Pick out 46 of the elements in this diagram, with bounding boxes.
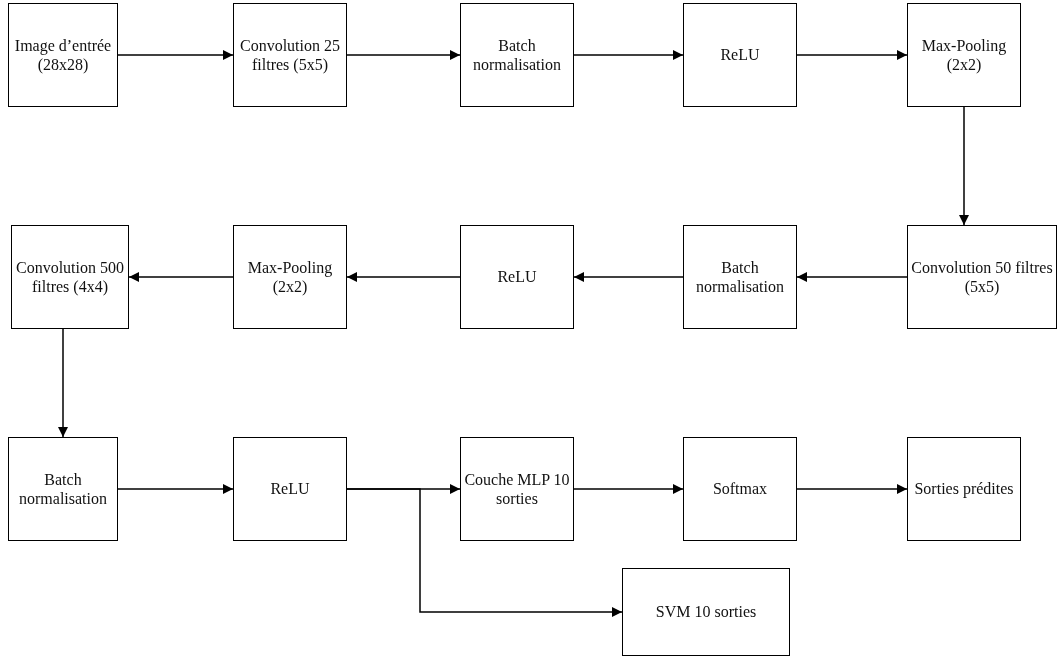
layer-box xyxy=(683,3,797,107)
layer-box xyxy=(683,437,797,541)
layer-box xyxy=(460,225,574,329)
layer-box xyxy=(233,225,347,329)
layer-label: Batch normalisation xyxy=(472,35,562,75)
arrow xyxy=(573,272,684,282)
arrow xyxy=(346,272,461,282)
layer-box xyxy=(907,3,1021,107)
layer-label: Convolution 500 filtres (4x4) xyxy=(15,257,125,297)
layer-box xyxy=(683,225,797,329)
layer-label: Max-Pooling (2x2) xyxy=(246,257,334,297)
arrow xyxy=(346,50,461,60)
layer-label: Convolution 50 filtres (5x5) xyxy=(910,257,1054,297)
layer-box xyxy=(622,568,790,656)
layer-label: Batch normalisation xyxy=(18,469,108,509)
arrow xyxy=(58,328,68,438)
layer-box xyxy=(11,225,129,329)
layer-label: ReLU xyxy=(719,45,761,65)
layer-label: Batch normalisation xyxy=(695,257,785,297)
layer-box xyxy=(907,225,1057,329)
arrow xyxy=(796,272,908,282)
arrow xyxy=(796,484,908,494)
layer-label: SVM 10 sorties xyxy=(654,602,758,622)
layer-box xyxy=(907,437,1021,541)
arrow xyxy=(117,50,234,60)
arrow xyxy=(117,484,234,494)
arrow xyxy=(128,272,234,282)
layer-box xyxy=(233,437,347,541)
arrow xyxy=(796,50,908,60)
layer-label: Softmax xyxy=(711,479,769,499)
layer-box xyxy=(8,3,118,107)
layer-label: Image d’entrée (28x28) xyxy=(13,35,113,75)
layer-box xyxy=(460,3,574,107)
layer-label: ReLU xyxy=(496,267,538,287)
arrow xyxy=(959,106,969,226)
layer-label: Max-Pooling (2x2) xyxy=(920,35,1008,75)
layer-label: Sorties prédites xyxy=(913,479,1015,499)
layer-box xyxy=(460,437,574,541)
layer-label: Convolution 25 filtres (5x5) xyxy=(239,35,341,75)
layer-label: ReLU xyxy=(269,479,311,499)
arrow xyxy=(573,50,684,60)
arrow xyxy=(346,488,623,617)
arrow xyxy=(573,484,684,494)
layer-box xyxy=(8,437,118,541)
layer-box xyxy=(233,3,347,107)
layer-label: Couche MLP 10 sorties xyxy=(463,469,571,509)
